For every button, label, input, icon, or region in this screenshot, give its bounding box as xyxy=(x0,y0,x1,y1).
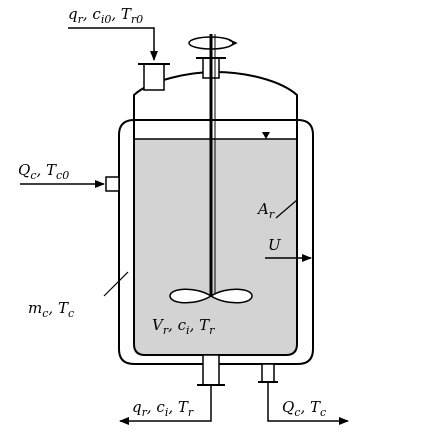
product-outlet-nozzle xyxy=(202,354,220,386)
label-jacket: mc, Tc xyxy=(28,299,74,320)
rotation-arrowhead xyxy=(227,39,238,48)
coolant-outlet-arrow xyxy=(267,382,349,425)
label-product-outlet: qr, ci, Tr xyxy=(132,398,194,419)
inlet-nozzle xyxy=(143,63,165,91)
cooling-jacket xyxy=(118,119,314,365)
label-reactor: Vr, ci, Tr xyxy=(152,316,215,337)
label-heat-area: Ar xyxy=(256,200,275,221)
jacket-leader-line xyxy=(103,271,129,297)
surface-marker xyxy=(262,132,270,139)
label-coolant-outlet: Qc, Tc xyxy=(282,398,326,419)
label-coolant-inlet: Qc, Tc0 xyxy=(18,161,69,182)
label-heat-coefficient: U xyxy=(268,236,282,254)
label-feed-inlet: qr, ci0, Tr0 xyxy=(68,5,143,26)
coolant-inlet-nozzle xyxy=(105,176,120,192)
coolant-outlet-nozzle xyxy=(261,363,275,383)
stirrer-impeller xyxy=(169,288,253,304)
product-outlet-arrow xyxy=(119,385,212,425)
feed-inlet-arrow xyxy=(68,27,158,61)
reactor-vessel xyxy=(133,70,298,356)
area-leader-line xyxy=(275,199,298,219)
